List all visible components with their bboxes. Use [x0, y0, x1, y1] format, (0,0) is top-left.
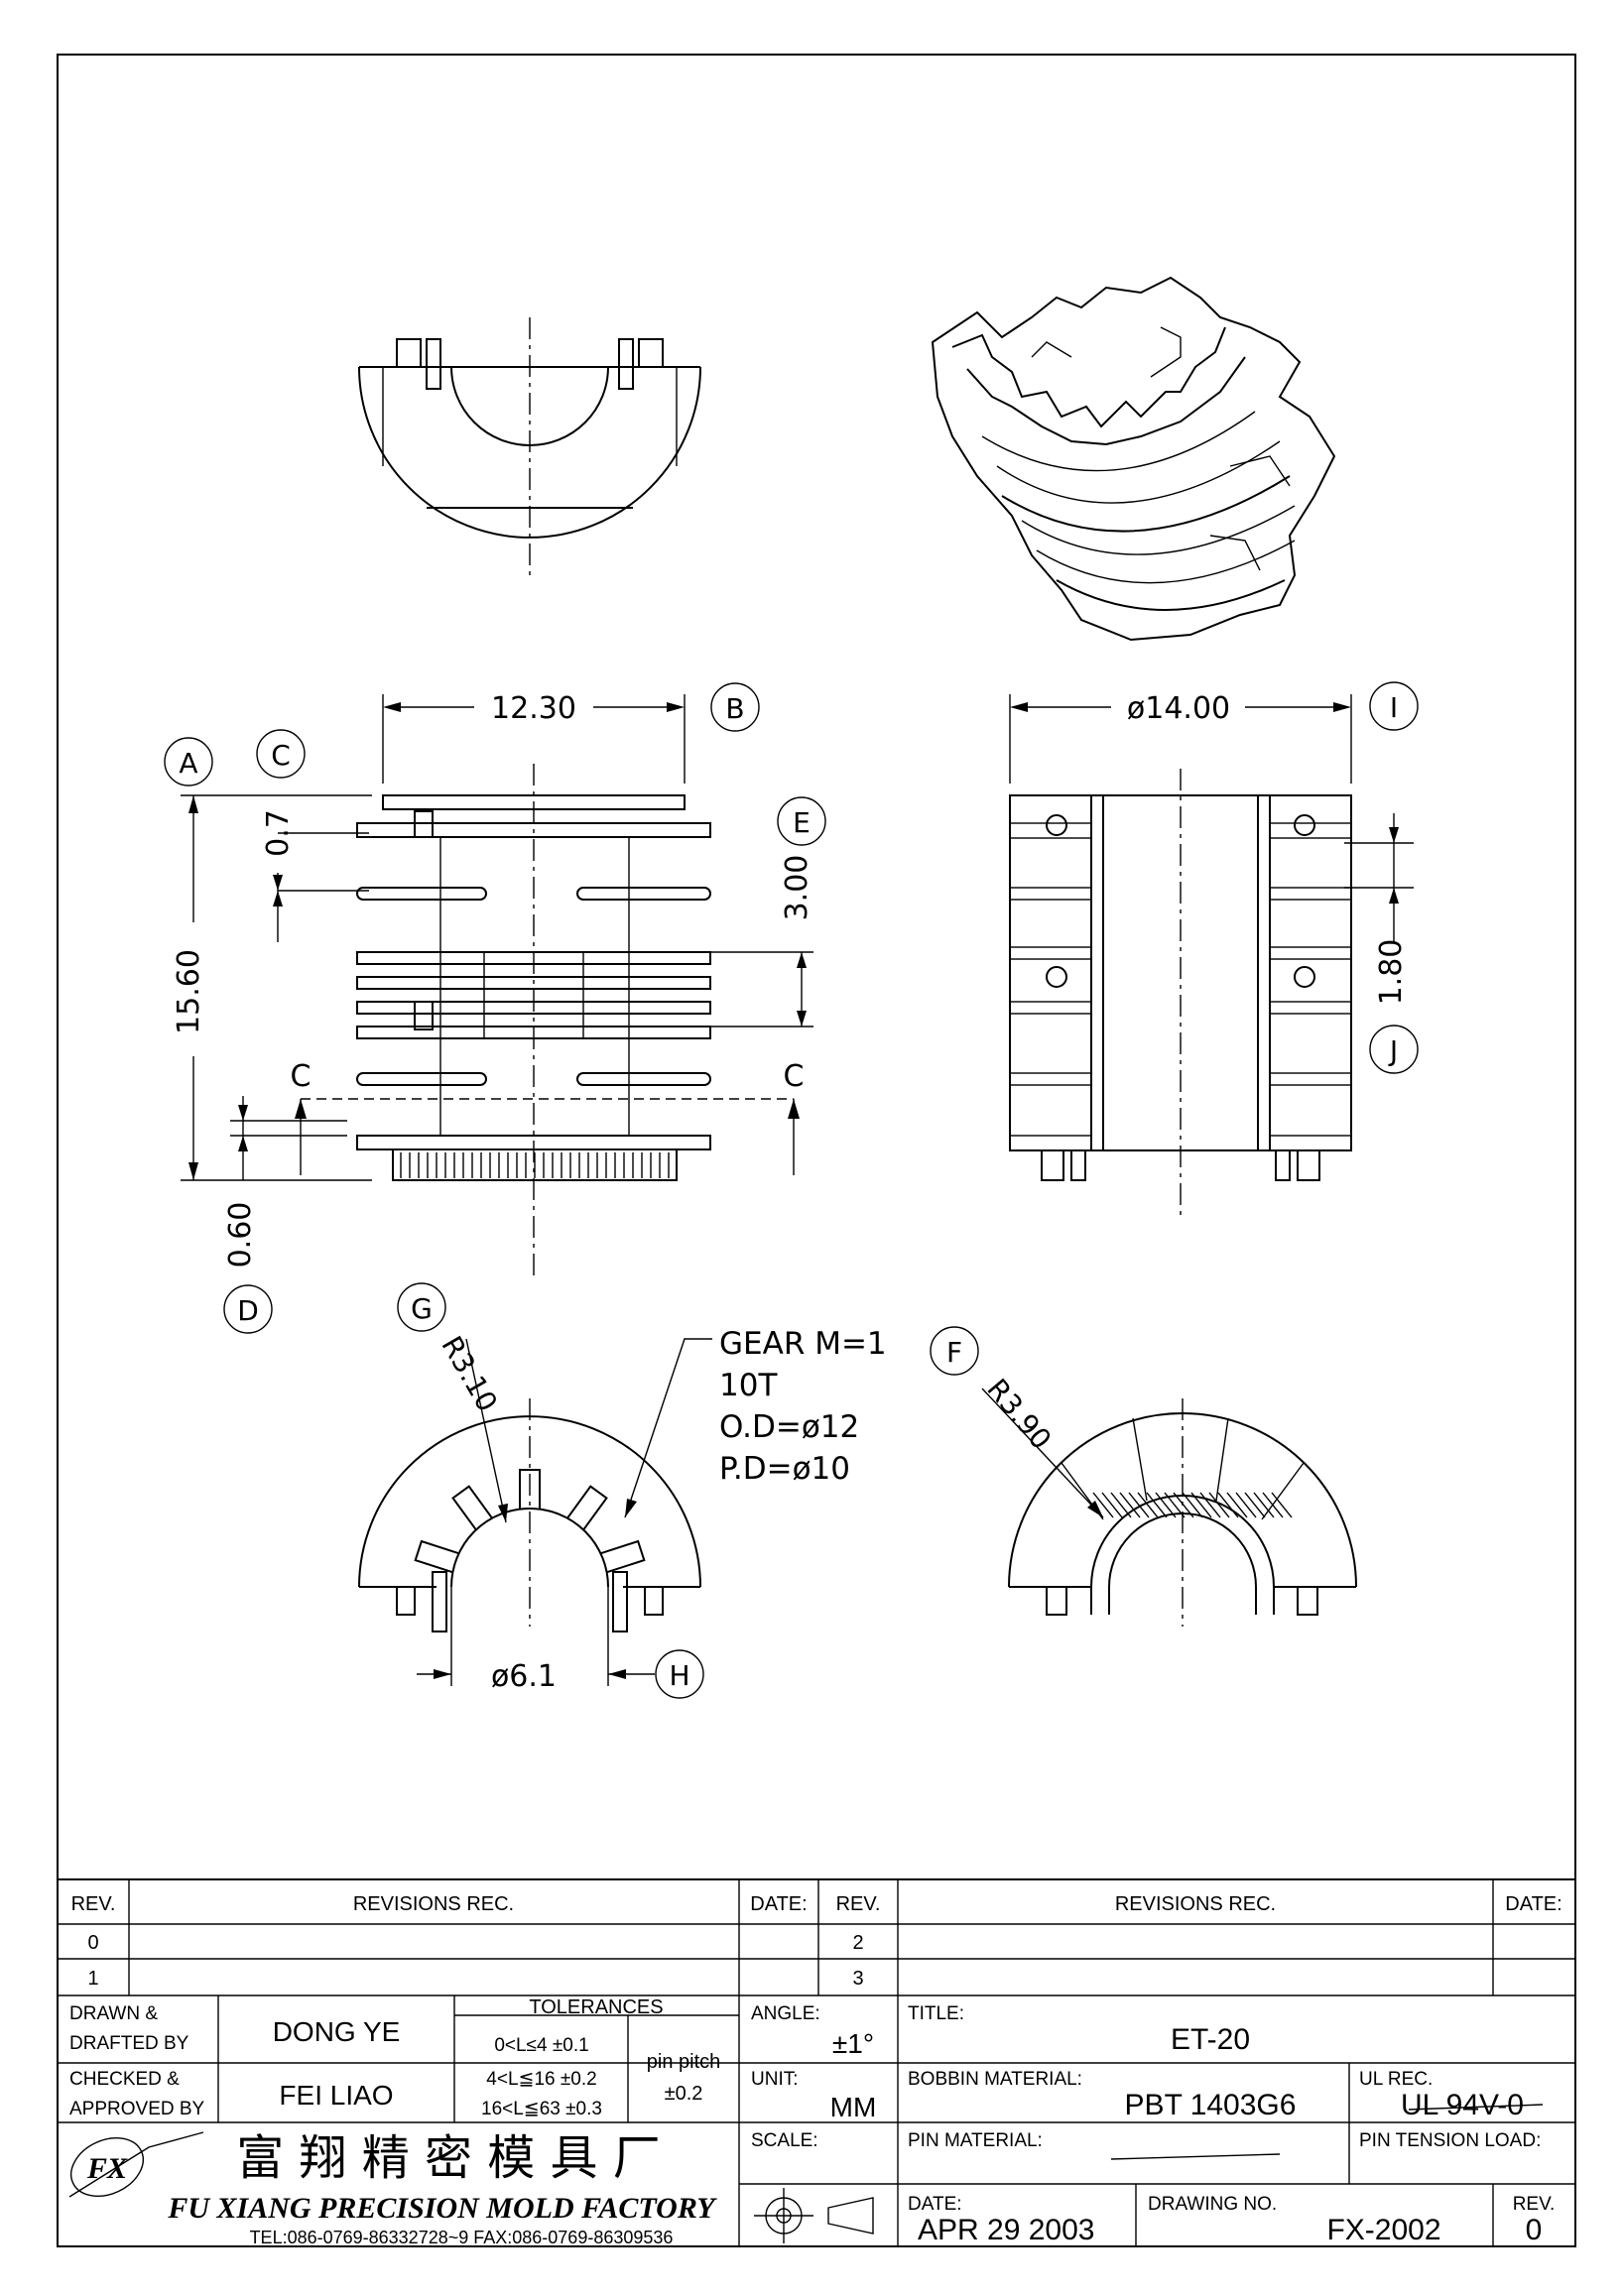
- gear-note-1: GEAR M=1: [719, 1326, 887, 1362]
- title-value: ET-20: [1171, 2023, 1250, 2056]
- sheet-border: [57, 54, 1576, 2247]
- title-block: FX REV. REVISIONS REC. DATE: REV. REVISI…: [58, 1878, 1575, 2247]
- rev-row-2: 2: [852, 1932, 863, 1954]
- drawing-no-value: FX-2002: [1326, 2214, 1440, 2246]
- revisions-header-left: REVISIONS REC.: [353, 1893, 514, 1915]
- rev-value: 0: [1526, 2214, 1543, 2246]
- scale-label: SCALE:: [751, 2130, 818, 2151]
- dim-pin-gap: 1.80: [1374, 939, 1409, 1006]
- company-contact: TEL:086-0769-86332728~9 FAX:086-0769-863…: [250, 2228, 674, 2247]
- section-mark-left: C: [291, 1059, 312, 1094]
- rev-row-1: 1: [87, 1968, 98, 1990]
- front-view: [181, 694, 813, 1279]
- dimension-labels: 12.30 ø14.00 15.60 0.7 3.00 1.80 0.60 R3…: [172, 691, 1409, 1694]
- gear-note-3: O.D=ø12: [719, 1409, 859, 1445]
- angle-label: ANGLE:: [751, 2003, 820, 2024]
- company-name-cn: 富 翔 精 密 模 具 厂: [236, 2130, 661, 2186]
- checked-label-2: APPROVED BY: [69, 2099, 205, 2119]
- unit-label: UNIT:: [751, 2069, 799, 2090]
- ul-value: UL 94V-0: [1401, 2089, 1524, 2121]
- isometric-view: [931, 276, 1336, 642]
- rev-row-0: 0: [87, 1932, 98, 1954]
- rev-row-3: 3: [852, 1968, 863, 1990]
- balloon-a: A: [179, 747, 197, 780]
- bobbin-material-value: PBT 1403G6: [1125, 2089, 1297, 2121]
- balloon-i: I: [1390, 691, 1398, 724]
- date-value: APR 29 2003: [918, 2214, 1094, 2246]
- pin-pitch-value: ±0.2: [665, 2083, 703, 2105]
- revisions-header-right: REVISIONS REC.: [1115, 1893, 1276, 1915]
- pin-pitch-label: pin pitch: [647, 2051, 721, 2073]
- ul-label: UL REC.: [1359, 2069, 1433, 2090]
- dim-bottom-offset: 0.60: [223, 1202, 258, 1269]
- dim-diameter: ø14.00: [1127, 691, 1230, 726]
- drawing-no-label: DRAWING NO.: [1148, 2194, 1277, 2215]
- title-label: TITLE:: [908, 2003, 964, 2024]
- tolerance-3: 16<L≦63 ±0.3: [481, 2099, 602, 2119]
- gear-note-4: P.D=ø10: [719, 1451, 850, 1487]
- drawn-by: DONG YE: [273, 2016, 401, 2047]
- side-view: [1009, 694, 1414, 1220]
- balloon-f: F: [946, 1336, 962, 1369]
- drawn-label-1: DRAWN &: [69, 2003, 158, 2024]
- date-label: DATE:: [908, 2194, 962, 2215]
- drawn-label-2: DRAFTED BY: [69, 2033, 189, 2054]
- balloon-d: D: [237, 1294, 259, 1327]
- company-logo: FX: [68, 2131, 204, 2198]
- dim-height-total: 15.60: [172, 949, 206, 1034]
- bobbin-material-label: BOBBIN MATERIAL:: [908, 2069, 1082, 2090]
- balloon-g: G: [411, 1292, 433, 1325]
- dim-inner-diameter: ø6.1: [491, 1659, 557, 1694]
- balloon-e: E: [793, 806, 811, 839]
- checked-label-1: CHECKED &: [69, 2069, 180, 2090]
- top-view: [358, 317, 701, 575]
- rev-header-right: REV.: [836, 1893, 881, 1915]
- tolerances-label: TOLERANCES: [529, 1996, 663, 2018]
- dim-radius-f: R3.90: [980, 1373, 1058, 1456]
- rev-label: REV.: [1513, 2194, 1556, 2215]
- gear-view: [358, 1338, 712, 1686]
- dim-flange-gap: 0.7: [261, 809, 296, 857]
- date-header-left: DATE:: [750, 1893, 807, 1915]
- date-header-right: DATE:: [1505, 1893, 1562, 1915]
- company-name-en: FU XIANG PRECISION MOLD FACTORY: [167, 2192, 717, 2225]
- gear-note-2: 10T: [719, 1368, 778, 1403]
- section-mark-right: C: [784, 1059, 805, 1094]
- unit-value: MM: [830, 2092, 877, 2122]
- pin-material-label: PIN MATERIAL:: [908, 2130, 1043, 2151]
- tolerance-1: 0<L≤4 ±0.1: [494, 2035, 588, 2056]
- angle-value: ±1°: [832, 2028, 874, 2059]
- dim-slot-pitch: 3.00: [780, 855, 814, 921]
- logo-letters: FX: [86, 2152, 128, 2185]
- balloon-h: H: [669, 1659, 689, 1692]
- pin-tension-label: PIN TENSION LOAD:: [1359, 2130, 1541, 2151]
- half-ring-view: [981, 1388, 1357, 1627]
- dim-width-top: 12.30: [491, 691, 576, 726]
- balloon-j: J: [1388, 1034, 1398, 1067]
- checked-by: FEI LIAO: [279, 2080, 393, 2111]
- rev-header-left: REV.: [71, 1893, 116, 1915]
- tolerance-2: 4<L≦16 ±0.2: [486, 2069, 596, 2090]
- balloon-c: C: [271, 739, 291, 772]
- dim-radius-g: R3.10: [435, 1331, 503, 1417]
- balloons: A C B E D I J G F H: [164, 681, 1419, 1699]
- balloon-b: B: [725, 692, 744, 725]
